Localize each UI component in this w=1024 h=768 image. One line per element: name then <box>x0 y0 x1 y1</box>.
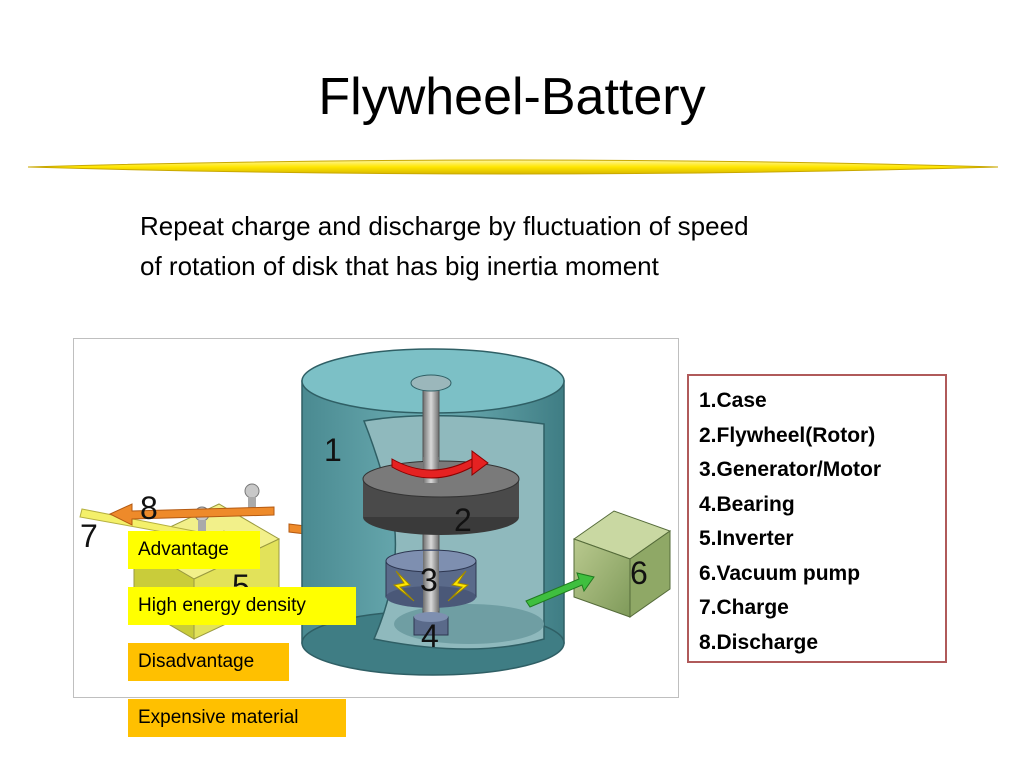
legend-item: 3.Generator/Motor <box>699 458 882 481</box>
label-2: 2 <box>454 502 472 538</box>
legend-item: 1.Case <box>699 389 767 412</box>
label-1: 1 <box>324 432 342 468</box>
slide-subtitle: Repeat charge and discharge by fluctuati… <box>140 206 900 286</box>
advantage-value-tag: High energy density <box>128 587 356 625</box>
label-6: 6 <box>630 555 648 591</box>
subtitle-line-2: of rotation of disk that has big inertia… <box>140 251 659 281</box>
subtitle-line-1: Repeat charge and discharge by fluctuati… <box>140 211 749 241</box>
generator-motor <box>385 549 477 611</box>
legend-item: 6.Vacuum pump <box>699 561 861 585</box>
disadvantage-tag: Disadvantage <box>128 643 289 681</box>
label-4: 4 <box>421 618 439 654</box>
slide-title: Flywheel-Battery <box>318 68 706 126</box>
bearing <box>413 612 449 636</box>
legend-item: 5.Inverter <box>699 527 794 550</box>
legend-item: 7.Charge <box>699 596 789 619</box>
disadvantage-value-tag: Expensive material <box>128 699 346 737</box>
label-7: 7 <box>80 518 98 554</box>
legend-item: 8.Discharge <box>699 630 819 654</box>
vacuum-pump <box>525 510 672 618</box>
legend-item: 4.Bearing <box>699 492 795 516</box>
legend-item: 2.Flywheel(Rotor) <box>699 423 876 447</box>
component-legend: 1.Case 2.Flywheel(Rotor) 3.Generator/Mot… <box>687 374 947 663</box>
title-underline <box>27 159 999 175</box>
advantage-tag: Advantage <box>128 531 260 569</box>
label-8: 8 <box>140 490 158 526</box>
label-3: 3 <box>420 562 438 598</box>
flywheel-rotor <box>362 450 520 535</box>
